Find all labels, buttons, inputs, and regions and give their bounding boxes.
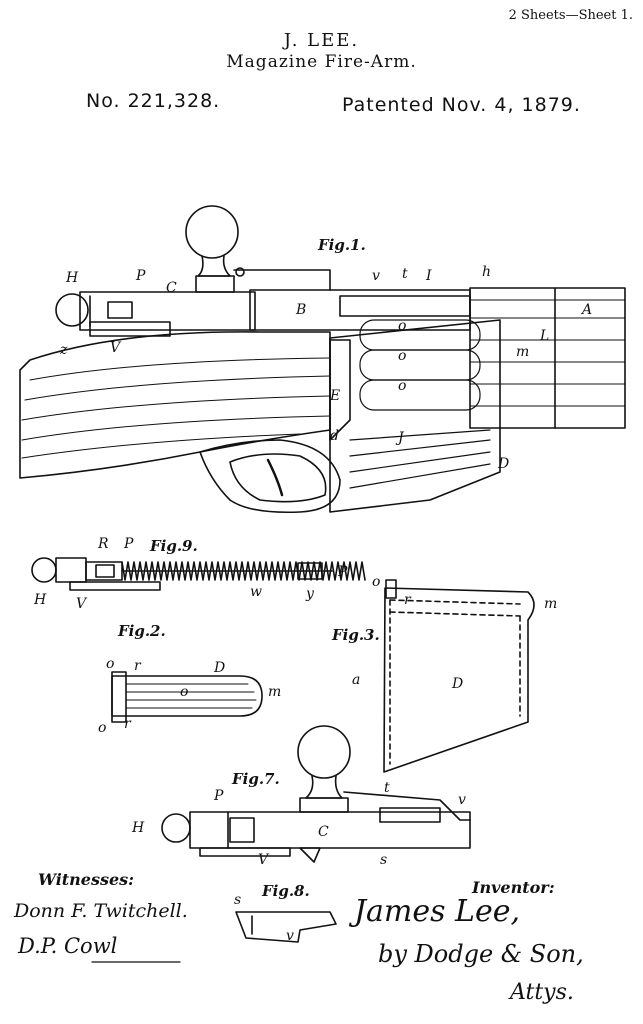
fig1-ref-J: J <box>398 430 404 446</box>
fig3-ref-o: o <box>372 574 381 590</box>
fig9-ref-y: y <box>306 586 314 602</box>
fig1-ref-z: z <box>60 342 68 358</box>
fig3-label: Fig.3. <box>332 626 380 644</box>
fig9-ref-R: R <box>98 536 109 552</box>
fig1-ref-E: E <box>330 388 341 404</box>
fig1-ref-o3: o <box>398 378 407 394</box>
fig2-ref-m: m <box>268 684 282 700</box>
fig7-ref-v: v <box>458 792 466 808</box>
fig9-label: Fig.9. <box>150 537 198 555</box>
fig8-part-drawing <box>235 911 337 943</box>
fig1-ref-o1: o <box>398 318 407 334</box>
fig1-ref-m: m <box>516 344 530 360</box>
fig7-ref-H: H <box>132 820 145 836</box>
fig1-ref-A: A <box>582 302 593 318</box>
fig9-bolt-drawing <box>31 557 366 591</box>
fig7-ref-s: s <box>380 852 388 868</box>
fig3-ref-m: m <box>544 596 558 612</box>
fig9-ref-P1: P <box>124 536 134 552</box>
fig1-ref-P: P <box>136 268 146 284</box>
fig1-ref-I: I <box>426 268 432 284</box>
attorney-signature: by Dodge & Son, <box>378 940 584 968</box>
fig1-ref-t: t <box>402 266 408 282</box>
fig1-ref-o2: o <box>398 348 407 364</box>
fig1-ref-C: C <box>166 280 177 296</box>
fig9-ref-V: V <box>76 596 87 612</box>
fig9-ref-w: w <box>250 584 262 600</box>
fig3-ref-r: r <box>404 592 411 608</box>
fig8-ref-v: v <box>286 928 294 944</box>
fig2-ref-r1: r <box>134 658 141 674</box>
fig2-ref-o3: o <box>98 720 107 736</box>
fig3-magazine-drawing <box>383 579 535 773</box>
fig7-label: Fig.7. <box>232 770 280 788</box>
fig7-ref-t: t <box>384 780 390 796</box>
fig2-ref-o1: o <box>106 656 115 672</box>
fig2-ref-D: D <box>214 660 226 676</box>
fig2-ref-o2: o <box>180 684 189 700</box>
patent-number: No. 221,328. <box>86 90 221 112</box>
fig1-rifle-drawing <box>19 205 626 514</box>
fig1-ref-h: h <box>482 264 492 280</box>
fig1-label: Fig.1. <box>318 236 366 254</box>
fig3-ref-a: a <box>352 672 361 688</box>
fig2-holder-drawing <box>111 671 263 723</box>
witness-signature-1: Donn F. Twitchell. <box>14 900 188 922</box>
inventor-signature: James Lee, <box>354 894 521 929</box>
fig1-ref-d: d <box>330 428 339 444</box>
patent-date: Patented Nov. 4, 1879. <box>342 94 581 116</box>
inventor-label: Inventor: <box>472 878 555 897</box>
attys-label: Attys. <box>510 980 574 1005</box>
fig3-ref-D: D <box>452 676 464 692</box>
fig7-ref-P: P <box>214 788 224 804</box>
sheet-number: 2 Sheets—Sheet 1. <box>508 8 633 23</box>
witnesses-label: Witnesses: <box>38 870 135 889</box>
fig9-ref-H: H <box>34 592 47 608</box>
fig1-ref-L: L <box>540 328 550 344</box>
fig1-ref-v: v <box>372 268 380 284</box>
witness-signature-2: D.P. Cowl <box>18 934 118 958</box>
fig9-ref-P2: P <box>338 564 348 580</box>
fig7-ref-C: C <box>318 824 329 840</box>
fig7-ref-V: V <box>258 852 269 868</box>
fig2-label: Fig.2. <box>118 622 166 640</box>
fig1-ref-V: V <box>110 340 121 356</box>
fig2-ref-r2: r <box>124 716 131 732</box>
inventor-name: J. LEE. <box>283 30 360 51</box>
fig8-ref-s: s <box>234 892 242 908</box>
fig8-label: Fig.8. <box>262 882 310 900</box>
fig1-ref-B: B <box>296 302 307 318</box>
fig7-bolt-drawing <box>161 725 471 863</box>
patent-title: Magazine Fire-Arm. <box>226 52 417 72</box>
fig1-ref-D: D <box>498 456 510 472</box>
fig1-ref-H: H <box>66 270 79 286</box>
